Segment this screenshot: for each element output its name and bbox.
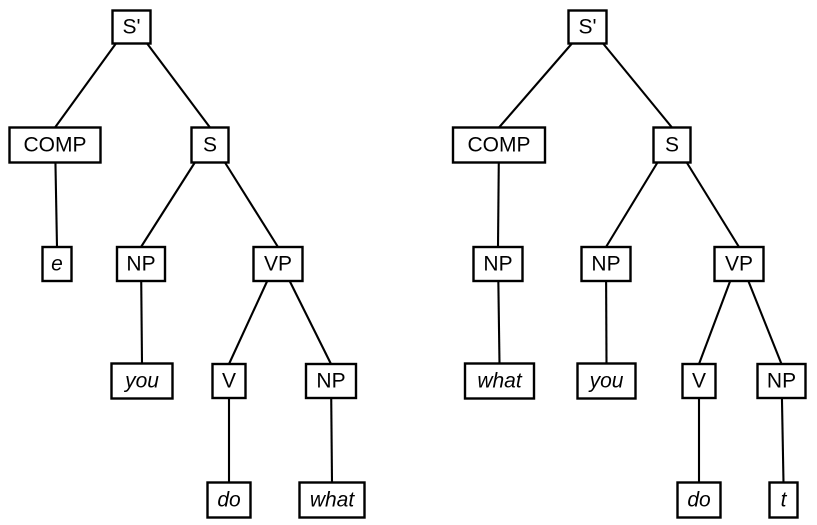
node-box-R-NP2 [756, 362, 807, 400]
tree-edge-L-S-to-L-NP1 [140, 161, 196, 248]
node-box-L-NP1 [115, 245, 167, 283]
node-label-L-S: S [203, 134, 217, 157]
tree-edges-layer [54, 42, 785, 483]
tree-edge-L-NP2-to-L-what [330, 397, 334, 483]
tree-edge-group-left-tree [54, 42, 334, 483]
node-label-L-VP: VP [264, 253, 292, 276]
tree-node-R-NP0: NP [472, 245, 524, 283]
tree-node-L-V: V [211, 362, 247, 400]
tree-edge-L-VP-to-L-V [228, 280, 269, 365]
tree-node-R-S: S [652, 126, 692, 164]
node-box-R-COMP [451, 126, 547, 164]
node-label-L-what: what [310, 489, 356, 512]
node-box-R-S [652, 126, 692, 164]
tree-edge-L-VP-to-L-NP2 [288, 280, 332, 365]
node-box-L-Sbar [111, 9, 152, 45]
tree-edge-R-NP0-to-R-what [497, 280, 501, 364]
node-label-R-VP: VP [725, 253, 753, 276]
node-box-R-NP0 [472, 245, 524, 283]
node-label-L-V: V [222, 370, 236, 393]
node-box-L-COMP [8, 126, 102, 164]
tree-node-L-do: do [206, 481, 252, 519]
tree-edge-R-Sbar-to-R-COMP [498, 42, 573, 129]
node-box-R-V [681, 362, 717, 400]
node-label-R-COMP: COMP [468, 134, 531, 157]
node-label-L-COMP: COMP [24, 134, 87, 157]
node-box-R-do [676, 481, 722, 519]
node-label-R-NP1: NP [591, 253, 620, 276]
tree-edge-R-NP2-to-R-t [780, 397, 785, 483]
tree-node-L-VP: VP [252, 245, 304, 283]
node-box-L-what [298, 481, 366, 519]
node-box-L-NP2 [304, 362, 358, 400]
node-box-R-NP1 [580, 245, 632, 283]
tree-edge-R-VP-to-R-NP2 [747, 280, 783, 365]
node-box-R-VP [713, 245, 765, 283]
node-label-R-NP2: NP [767, 370, 796, 393]
tree-edge-L-COMP-to-L-e [54, 162, 59, 248]
node-label-R-S: S [665, 134, 679, 157]
node-label-R-Sbar: S' [578, 16, 596, 39]
tree-node-L-NP2: NP [304, 362, 358, 400]
tree-node-R-NP1: NP [580, 245, 632, 283]
node-label-L-Sbar: S' [122, 16, 140, 39]
node-box-L-do [206, 481, 252, 519]
node-box-L-you [110, 362, 174, 400]
tree-edge-L-Sbar-to-L-COMP [54, 42, 117, 129]
node-box-L-S [190, 126, 230, 164]
node-label-L-e: e [51, 253, 63, 276]
tree-node-R-t: t [768, 481, 799, 519]
tree-node-L-e: e [41, 245, 73, 283]
tree-node-R-V: V [681, 362, 717, 400]
tree-node-R-Sbar: S' [567, 9, 608, 45]
node-label-L-do: do [217, 489, 241, 512]
node-label-R-do: do [687, 489, 711, 512]
node-box-L-V [211, 362, 247, 400]
tree-edge-group-right-tree [496, 42, 785, 483]
tree-node-R-you: you [576, 362, 637, 400]
node-box-L-VP [252, 245, 304, 283]
tree-edge-L-S-to-L-VP [224, 161, 279, 248]
node-box-R-t [768, 481, 799, 519]
node-label-L-you: you [123, 370, 159, 393]
tree-node-R-VP: VP [713, 245, 765, 283]
tree-node-R-what: what [463, 362, 536, 400]
node-box-L-e [41, 245, 73, 283]
tree-node-group-right-tree: S' COMP S NP NP VP what you V NP do t [451, 9, 807, 519]
tree-edge-R-Sbar-to-R-S [602, 42, 673, 129]
tree-node-L-COMP: COMP [8, 126, 102, 164]
node-label-R-t: t [781, 489, 788, 512]
node-label-R-V: V [692, 370, 706, 393]
tree-node-R-NP2: NP [756, 362, 807, 400]
node-label-L-NP2: NP [316, 370, 345, 393]
node-label-L-NP1: NP [126, 253, 155, 276]
tree-edge-L-Sbar-to-L-S [146, 42, 211, 129]
node-box-R-you [576, 362, 637, 400]
tree-edge-R-S-to-R-NP1 [605, 161, 659, 248]
tree-edge-R-S-to-R-VP [685, 161, 740, 248]
node-label-R-what: what [477, 370, 523, 393]
node-box-R-Sbar [567, 9, 608, 45]
tree-node-L-NP1: NP [115, 245, 167, 283]
tree-node-L-Sbar: S' [111, 9, 152, 45]
tree-edge-L-NP1-to-L-you [140, 280, 144, 364]
tree-node-L-you: you [110, 362, 174, 400]
node-label-R-NP0: NP [483, 253, 512, 276]
tree-node-R-do: do [676, 481, 722, 519]
tree-node-L-S: S [190, 126, 230, 164]
tree-node-R-COMP: COMP [451, 126, 547, 164]
tree-edge-R-COMP-to-R-NP0 [496, 162, 500, 248]
node-box-R-what [463, 362, 536, 400]
tree-node-L-what: what [298, 481, 366, 519]
node-label-R-you: you [588, 370, 624, 393]
tree-edge-R-VP-to-R-V [698, 280, 732, 365]
